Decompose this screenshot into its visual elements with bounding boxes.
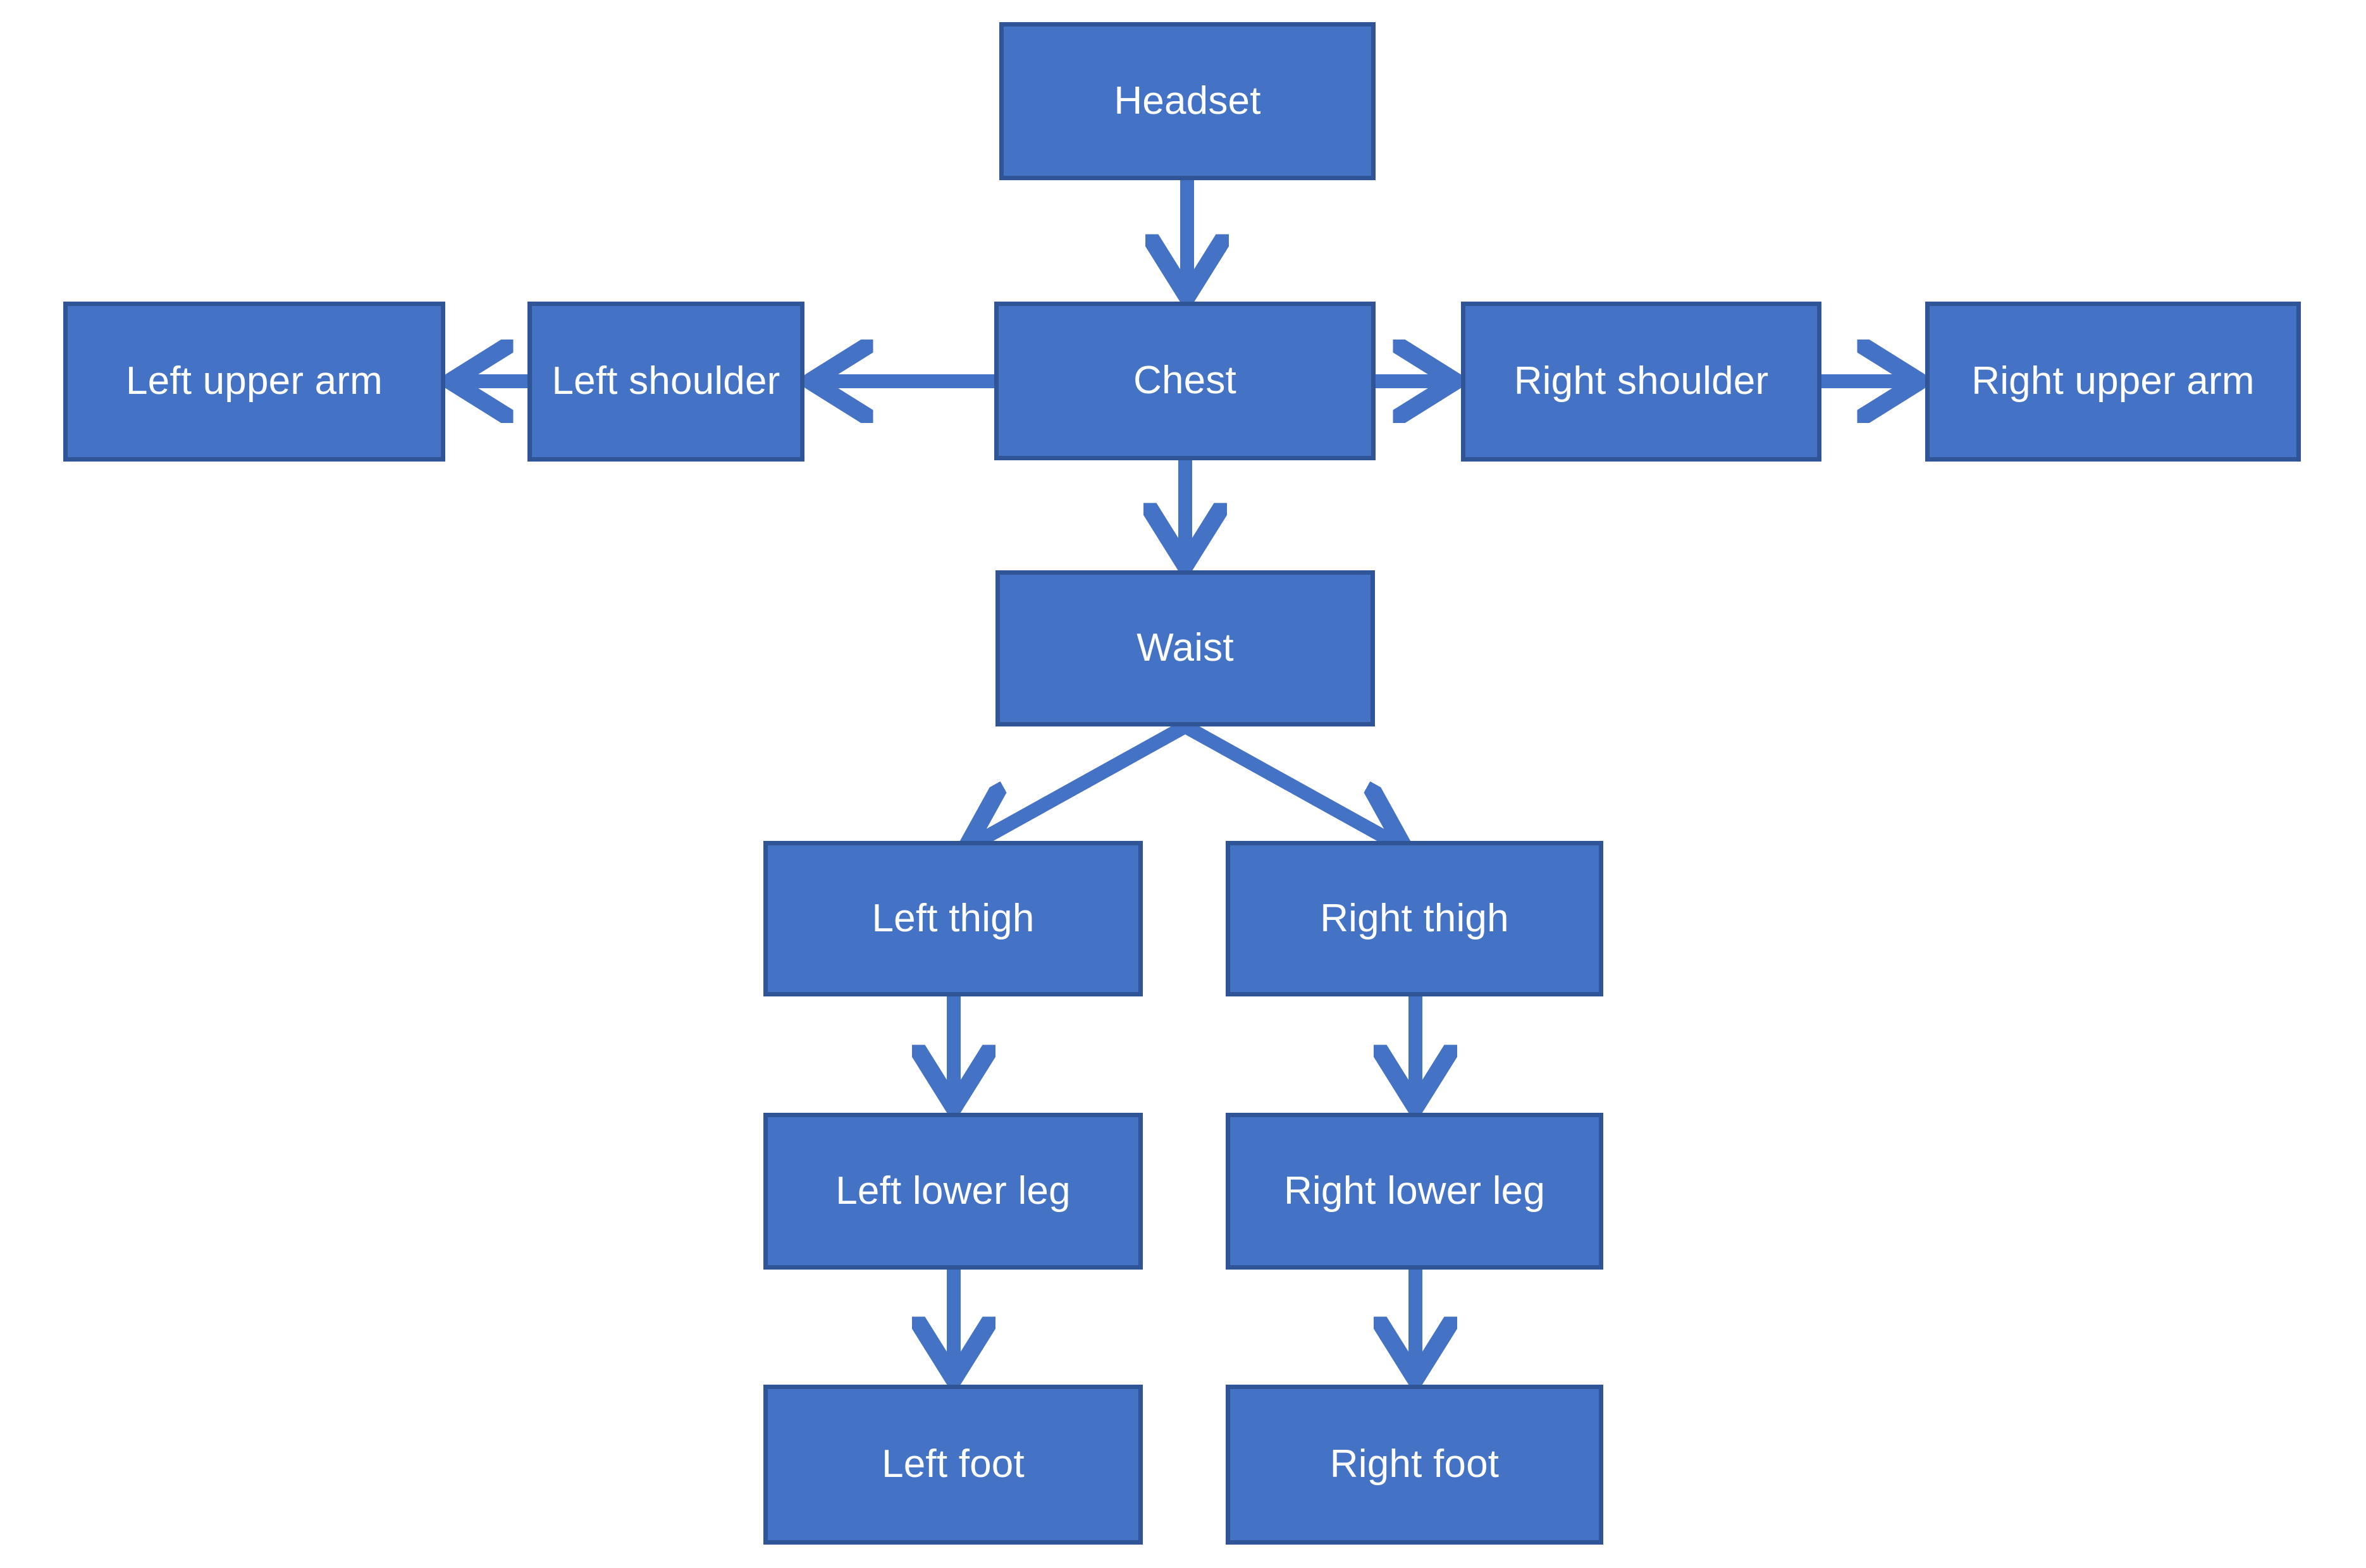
node-chest[interactable]: Chest [994, 302, 1376, 460]
node-right-shoulder[interactable]: Right shoulder [1461, 302, 1821, 462]
node-right-foot[interactable]: Right foot [1226, 1385, 1603, 1545]
node-chest-label: Chest [1133, 358, 1236, 403]
node-left-lower-leg[interactable]: Left lower leg [763, 1113, 1143, 1270]
node-left-thigh-label: Left thigh [872, 896, 1035, 940]
node-right-lower-leg[interactable]: Right lower leg [1226, 1113, 1603, 1270]
node-waist-label: Waist [1137, 626, 1234, 670]
node-left-upper-arm[interactable]: Left upper arm [63, 302, 445, 462]
node-left-upper-arm-label: Left upper arm [125, 359, 383, 403]
node-left-foot-label: Left foot [882, 1442, 1025, 1486]
node-right-upper-arm-label: Right upper arm [1971, 359, 2255, 403]
edge-waist-to-left-thigh [968, 720, 1189, 847]
node-right-upper-arm[interactable]: Right upper arm [1925, 302, 2301, 462]
node-headset-label: Headset [1114, 78, 1261, 123]
node-left-thigh[interactable]: Left thigh [763, 841, 1143, 996]
node-left-shoulder[interactable]: Left shoulder [527, 302, 804, 462]
node-left-lower-leg-label: Left lower leg [835, 1168, 1071, 1213]
node-headset[interactable]: Headset [999, 22, 1376, 180]
node-right-thigh-label: Right thigh [1320, 896, 1509, 940]
node-right-thigh[interactable]: Right thigh [1226, 841, 1603, 996]
node-right-shoulder-label: Right shoulder [1513, 359, 1769, 403]
node-left-shoulder-label: Left shoulder [551, 359, 780, 403]
node-right-lower-leg-label: Right lower leg [1283, 1168, 1546, 1213]
edge-waist-to-right-thigh [1181, 720, 1403, 847]
node-waist[interactable]: Waist [995, 570, 1375, 726]
node-left-foot[interactable]: Left foot [763, 1385, 1143, 1545]
node-right-foot-label: Right foot [1329, 1442, 1500, 1486]
